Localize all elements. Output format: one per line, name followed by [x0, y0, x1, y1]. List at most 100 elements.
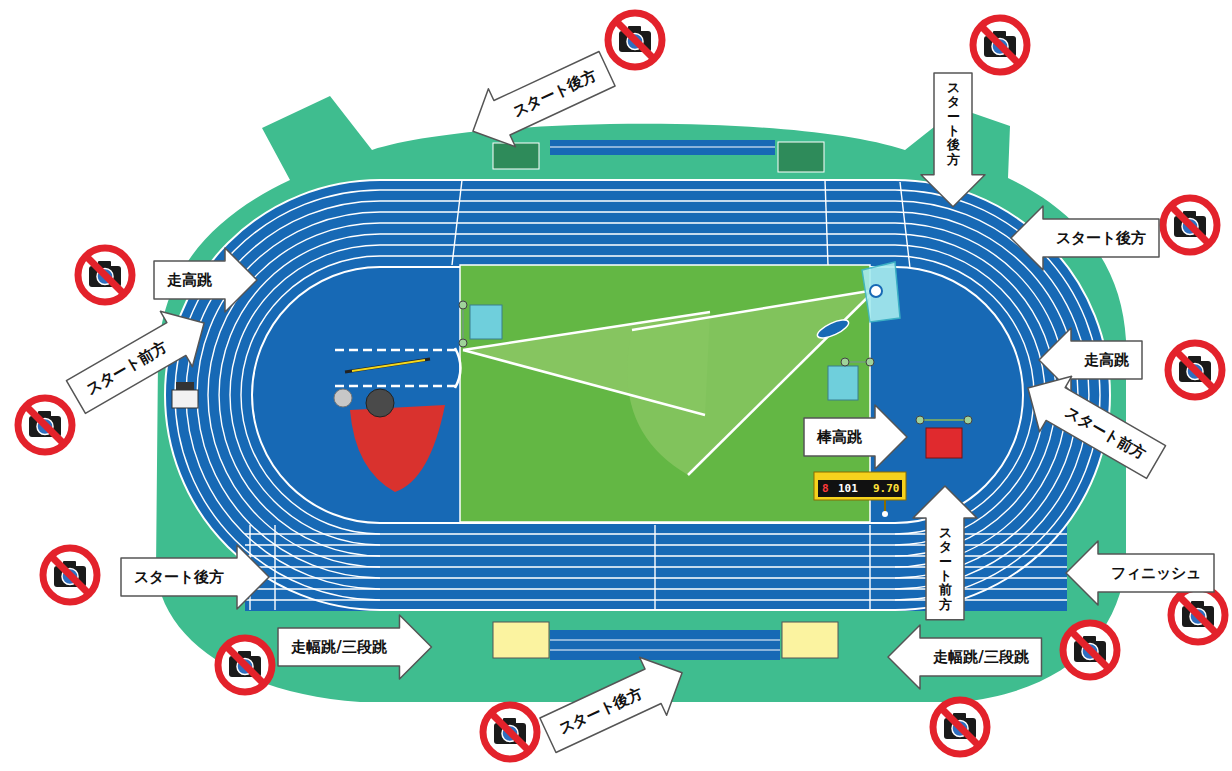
stands: [550, 140, 775, 155]
arrow-label: フィニッシュ: [1111, 564, 1201, 582]
arrow-outline: [921, 73, 985, 207]
high-jump-mat: [459, 339, 467, 347]
arrow-outline: [60, 295, 220, 424]
running-track: [245, 566, 380, 567]
high-jump-mat: [841, 358, 849, 366]
shot-put: [334, 389, 352, 407]
photo-finish-camera: [172, 382, 198, 408]
direction-arrow: 走高跳: [154, 248, 257, 312]
direction-arrow: スタート前方: [913, 486, 977, 620]
pole-vault-pit: [916, 416, 924, 424]
arrow-label: スタート後方: [1056, 229, 1146, 247]
arrow-outline: [804, 405, 907, 469]
no-camera-icon: [1171, 588, 1225, 642]
direction-arrow: 走幅跳/三段跳: [278, 615, 431, 679]
arrow-label: 走高跳: [1084, 351, 1129, 369]
no-camera-icon: [43, 548, 97, 602]
running-track: [895, 588, 1067, 589]
running-track: [245, 533, 380, 534]
infield: [463, 350, 705, 415]
stands: [550, 147, 775, 148]
running-track: [245, 555, 380, 556]
discus-cage: [862, 262, 900, 322]
direction-arrow: スタート後方: [121, 545, 269, 609]
arrow-outline: [154, 248, 257, 312]
arrow-outline: [534, 644, 695, 765]
running-track: [654, 525, 655, 610]
running-track: [245, 544, 380, 545]
javelin-runway: [352, 360, 425, 371]
discus-cage: [815, 316, 851, 341]
direction-arrow: 棒高跳: [804, 405, 907, 469]
arrow-label: 走幅跳/三段跳: [291, 638, 386, 656]
arrow-label: 棒高跳: [817, 428, 862, 446]
shot-put: [334, 389, 445, 492]
running-track: [241, 256, 1034, 534]
running-track: [895, 577, 1067, 578]
running-track: [245, 588, 380, 589]
javelin-runway: [345, 359, 430, 372]
running-track: [895, 555, 1067, 556]
arrow-outline: [1066, 541, 1214, 605]
scoreboard-number: 8: [822, 483, 829, 494]
direction-arrow: スタート後方: [921, 73, 985, 207]
stands: [782, 622, 838, 658]
pole-vault-pit: [920, 419, 968, 421]
running-track: [245, 599, 380, 600]
arrow-outline: [888, 625, 1041, 689]
direction-arrow: スタート後方: [534, 644, 695, 765]
running-track: [165, 180, 1110, 610]
arrow-outline: [278, 615, 431, 679]
no-camera-icon: [1063, 623, 1117, 677]
outer-ground: [156, 96, 1126, 702]
outer-ground: [156, 96, 1126, 702]
direction-arrow: フィニッシュ: [1066, 541, 1214, 605]
running-track: [895, 566, 1067, 567]
infield: [460, 265, 875, 522]
arrow-label: スタート後方: [134, 568, 224, 586]
javelin-runway: [335, 385, 458, 388]
discus-cage: [870, 285, 882, 297]
no-camera-icon: [78, 248, 132, 302]
photo-finish-camera: [176, 382, 194, 390]
high-jump-mat: [866, 358, 874, 366]
stands: [550, 630, 780, 660]
javelin-runway: [335, 348, 461, 388]
photo-finish-camera: [172, 390, 198, 408]
scoreboard: [818, 480, 902, 497]
scoreboard: [882, 511, 888, 517]
no-camera-icon: [18, 398, 72, 452]
high-jump-mat: [459, 300, 874, 400]
running-track: [895, 599, 1067, 600]
arrow-outline: [121, 545, 269, 609]
running-track: [869, 525, 870, 610]
stands: [778, 142, 824, 172]
no-camera-icon: [1163, 198, 1217, 252]
arrow-outline: [913, 486, 977, 620]
scoreboard-number: 9.70: [873, 483, 900, 494]
scoreboard-number: 101: [838, 483, 858, 494]
pole-vault-pit: [926, 428, 962, 458]
arrow-outline: [459, 40, 620, 161]
discus-cage: [815, 262, 900, 342]
arrow-outline: [1012, 360, 1172, 489]
arrow-outline: [1011, 206, 1159, 270]
no-camera-icon: [18, 13, 1225, 759]
running-track: [900, 182, 910, 268]
arrow-label: 走高跳: [167, 271, 212, 289]
no-camera-icon: [1168, 343, 1222, 397]
high-jump-mat: [470, 305, 502, 339]
high-jump-mat: [459, 301, 467, 309]
no-camera-icon: [218, 638, 272, 692]
arrow-label: 走幅跳/三段跳: [933, 648, 1028, 666]
no-camera-icon: [933, 700, 987, 754]
scoreboard: [814, 472, 906, 500]
running-track: [825, 180, 828, 265]
direction-arrow: スタート後方: [1011, 206, 1159, 270]
running-track: [165, 180, 1110, 611]
no-camera-icon: [608, 13, 662, 67]
pole-vault-pit: [916, 416, 972, 458]
scoreboard: [814, 472, 906, 517]
